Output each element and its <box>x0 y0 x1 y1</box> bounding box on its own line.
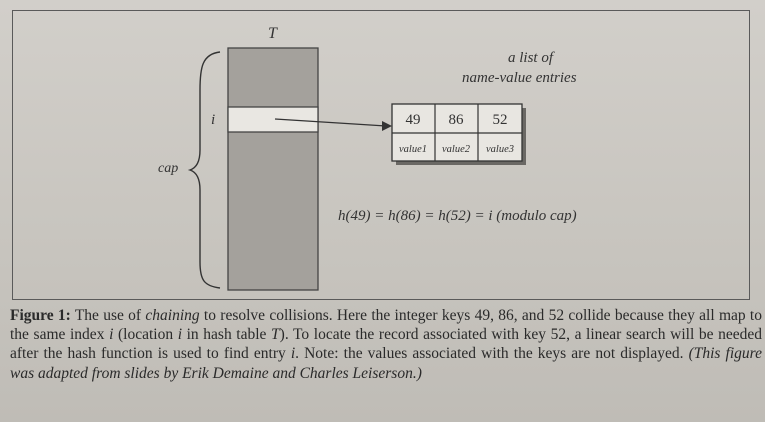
key-86: 86 <box>449 112 465 128</box>
hash-table-column <box>227 47 319 291</box>
value-3: value3 <box>486 144 514 155</box>
hash-table-diagram: T i cap a list of name-value entries 49 … <box>158 25 577 291</box>
list-label-line2: name-value entries <box>462 70 577 86</box>
key-49: 49 <box>406 112 421 128</box>
chain-arrow-head <box>382 121 392 131</box>
value-2: value2 <box>442 144 471 155</box>
caption-attribution: (This figure was adapted from slides by … <box>10 345 763 382</box>
chain-arrow <box>274 118 387 127</box>
key-52: 52 <box>493 112 508 128</box>
hash-equation: h(49) = h(86) = h(52) = i (modulo cap) <box>338 208 577 224</box>
hash-table-slot-i <box>227 106 319 133</box>
list-label-line1: a list of <box>508 50 555 66</box>
cap-label: cap <box>158 161 178 176</box>
cap-brace <box>187 51 221 289</box>
index-label: i <box>211 112 215 128</box>
table-label: T <box>268 25 278 42</box>
value-1: value1 <box>399 144 427 155</box>
figure-caption: Figure 1: The use of chaining to resolve… <box>10 307 763 382</box>
figure-frame <box>12 10 750 300</box>
figure-label: Figure 1: <box>10 307 71 324</box>
